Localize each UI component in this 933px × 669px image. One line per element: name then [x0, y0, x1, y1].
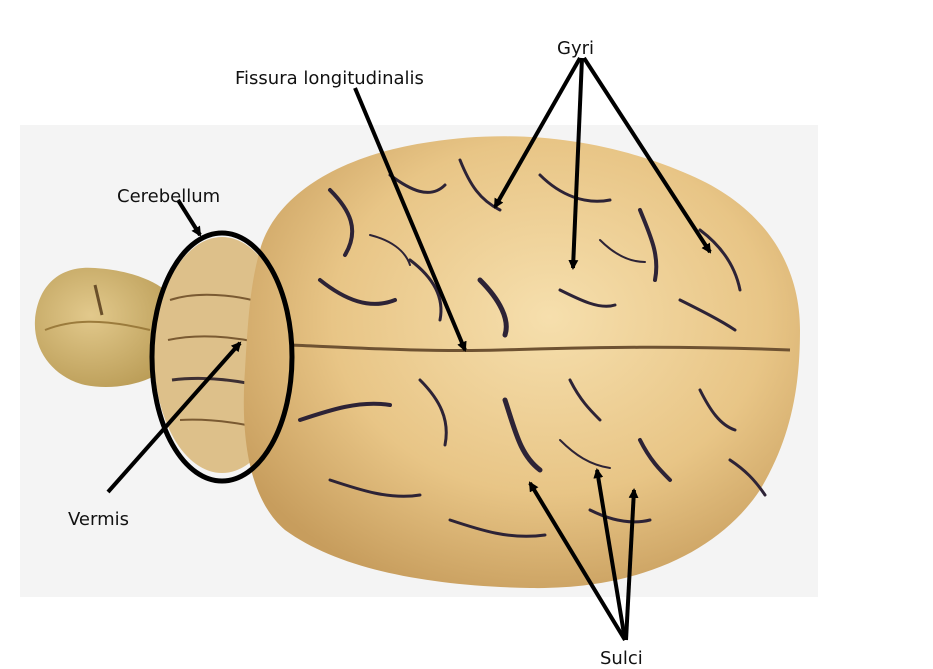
vermis-label: Vermis	[68, 509, 129, 530]
sulci-label: Sulci	[600, 648, 643, 669]
gyri-arrow-1	[493, 57, 582, 209]
cerebrum-shape	[243, 136, 800, 589]
gyri-arrow-2	[568, 57, 584, 270]
gyri-arrow-3	[582, 56, 712, 254]
vermis-arrow	[106, 341, 242, 494]
gyri-label: Gyri	[557, 38, 595, 59]
cerebellum-label: Cerebellum	[117, 186, 221, 207]
sulci-arrow-2	[593, 468, 627, 641]
brain-stem	[34, 267, 176, 388]
cerebellum-circle	[149, 230, 295, 484]
fissura-arrow	[353, 87, 467, 352]
sulci-arrow-3	[624, 488, 639, 641]
cerebellum-arrow	[176, 198, 202, 237]
fissura-label: Fissura longitudinalis	[235, 68, 424, 89]
longitudinal-fissure	[289, 343, 791, 353]
sulci-arrow-1	[528, 481, 627, 642]
